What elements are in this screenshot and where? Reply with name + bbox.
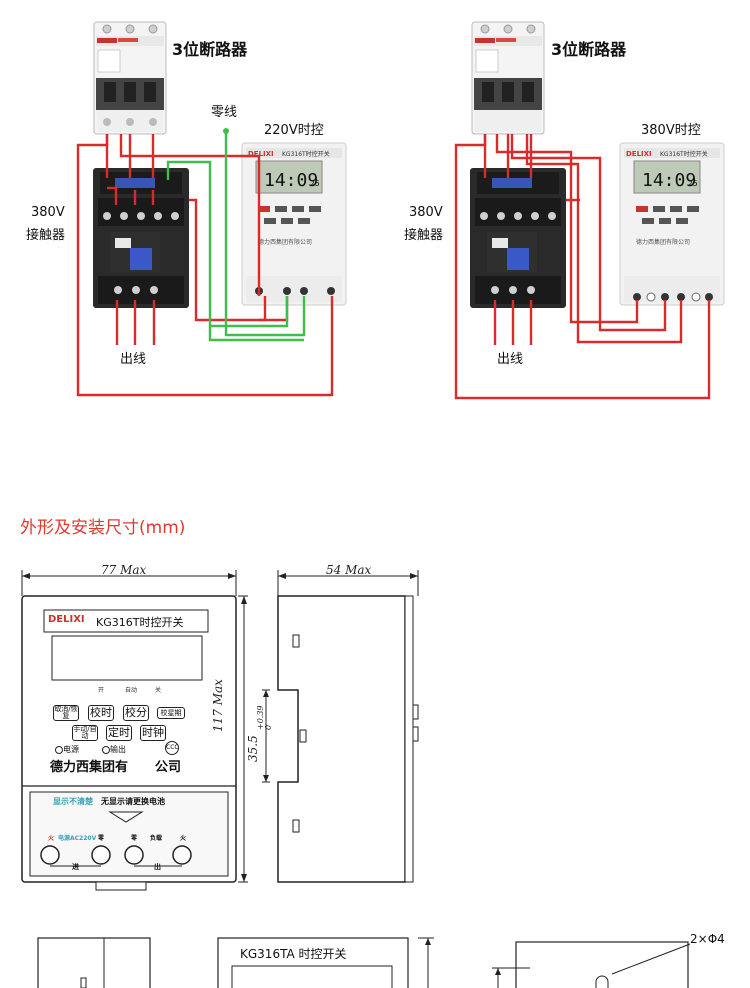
set-weekday-button[interactable]: 校星期 — [157, 707, 185, 719]
terminal-label-neutral-out: 零 — [131, 835, 138, 842]
power-indicator-label: 电源 — [63, 745, 79, 754]
clock-button[interactable]: 时钟 — [140, 725, 166, 741]
breaker-right — [471, 21, 545, 135]
depth-dimension-label: 54 Max — [326, 563, 372, 577]
output-indicator-label: 输出 — [110, 745, 126, 754]
mode-label-auto: 自动 — [125, 687, 138, 694]
contactor-label-left-1: 380V — [31, 205, 65, 220]
ccc-mark-icon: CCC — [165, 741, 179, 755]
warning-prefix: 显示不清楚 — [53, 797, 93, 806]
contactor-right — [470, 168, 566, 308]
wiring-diagrams: DELIXI KG316T时控开关 14:09 25 德力西集团有限公司 — [76, 21, 725, 400]
dimensions-title: 外形及安装尺寸(mm) — [20, 518, 186, 538]
timer-right: DELIXI KG316T时控开关 14:09 25 德力西集团有限公司 — [619, 142, 725, 306]
mode-label-off: 关 — [155, 687, 162, 694]
width-dimension-label: 77 Max — [101, 563, 147, 577]
timer-label-left: 220V时控 — [264, 123, 324, 138]
terminal-label-live-out: 火 — [180, 835, 187, 842]
wires-red-left — [76, 134, 334, 397]
wires-red-right — [454, 134, 711, 400]
breaker-label-left: 3位断路器 — [172, 40, 248, 59]
svg-text:DELIXI: DELIXI — [626, 150, 652, 158]
power-indicator-icon — [55, 746, 63, 754]
front-brand-logo: DELIXI — [48, 614, 85, 625]
set-minute-button[interactable]: 校分 — [123, 705, 149, 721]
breaker-left — [93, 21, 167, 135]
wires-green-left — [166, 131, 306, 342]
timer-set-button[interactable]: 定时 — [106, 725, 132, 741]
terminal-label-power: 电源AC220V — [58, 835, 97, 842]
bottom-label-out: 出 — [154, 863, 161, 871]
svg-text:DELIXI: DELIXI — [248, 150, 274, 158]
timer-left: DELIXI KG316T时控开关 14:09 25 德力西集团有限公司 — [241, 142, 347, 306]
terminal-label-live-in: 火 — [48, 835, 55, 842]
tolerance-lower-label: 0 — [264, 724, 273, 730]
output-indicator-icon — [102, 746, 110, 754]
timer-label-right: 380V时控 — [641, 123, 701, 138]
terminal-label-load: 负载 — [150, 835, 163, 842]
output-label-left: 出线 — [120, 352, 147, 367]
svg-text:25: 25 — [310, 179, 320, 188]
height-dimension-label: 117 Max — [211, 679, 225, 732]
hole-size-label: 2×Φ4 — [690, 932, 725, 946]
svg-text:KG316T时控开关: KG316T时控开关 — [282, 150, 330, 158]
svg-text:14:09: 14:09 — [264, 170, 318, 191]
warning-main: 无显示请更换电池 — [101, 797, 165, 806]
front-company-left: 德力西集团有 — [50, 760, 129, 775]
terminal-label-neutral-in: 零 — [98, 835, 105, 842]
rail-dimension-label: 35.5 — [246, 735, 260, 762]
neutral-label: 零线 — [211, 105, 238, 120]
contactor-label-right-1: 380V — [409, 205, 443, 220]
manual-auto-button[interactable]: 手动/自动 — [72, 725, 98, 741]
front-company-right: 公司 — [155, 760, 182, 775]
svg-text:德力西集团有限公司: 德力西集团有限公司 — [258, 238, 312, 246]
front-model-label: KG316T时控开关 — [96, 616, 184, 629]
mode-label-on: 开 — [98, 687, 105, 694]
breaker-label-right: 3位断路器 — [551, 40, 627, 59]
svg-text:14:09: 14:09 — [642, 170, 696, 191]
contactor-label-right-2: 接触器 — [404, 228, 444, 243]
contactor-label-left-2: 接触器 — [26, 228, 66, 243]
svg-text:德力西集团有限公司: 德力西集团有限公司 — [636, 238, 690, 246]
svg-text:KG316T时控开关: KG316T时控开关 — [660, 150, 708, 158]
set-hour-button[interactable]: 校时 — [88, 705, 114, 721]
bottom-label-in: 进 — [72, 863, 79, 871]
bottom-drawings — [37, 937, 691, 988]
output-label-right: 出线 — [497, 352, 524, 367]
svg-text:25: 25 — [688, 179, 698, 188]
bottom-model-label: KG316TA 时控开关 — [240, 947, 347, 961]
cancel-restore-button[interactable]: 取消/恢复 — [53, 705, 79, 721]
